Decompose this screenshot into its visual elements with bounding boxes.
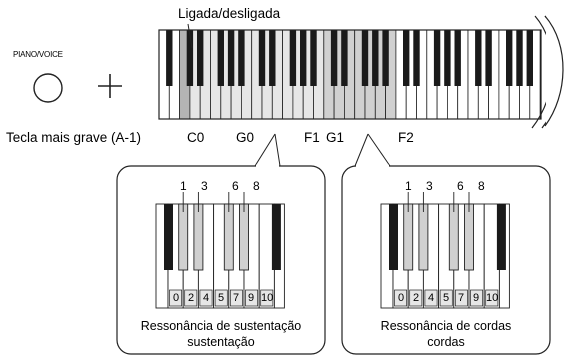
highlighted-black-key: [418, 203, 429, 271]
black-key: [310, 30, 317, 86]
black-key: [217, 30, 224, 86]
black-key: [197, 30, 204, 86]
main-keyboard: [158, 29, 541, 120]
black-key: [526, 30, 533, 86]
left-detail-keyboard: [155, 192, 285, 309]
right-bottom-number: 7: [457, 292, 465, 304]
number-cell: [454, 289, 468, 307]
right-detail-keyboard: [380, 192, 510, 309]
number-cell: [409, 289, 423, 307]
black-key: [289, 30, 297, 86]
black-key: [269, 30, 276, 86]
highlighted-black-key: [239, 203, 249, 271]
left-caption-line1: Ressonância de sustentação: [140, 319, 302, 333]
black-key: [258, 30, 266, 86]
highlighted-black-key: [403, 203, 414, 271]
left-bottom-number: 4: [202, 292, 210, 304]
right-zoom-line-b: [367, 133, 391, 167]
left-bottom-number: 7: [232, 292, 240, 304]
right-top-number: 1: [405, 179, 412, 193]
left-top-number: 8: [253, 179, 260, 193]
black-key: [341, 30, 348, 86]
left-bottom-number: 0: [172, 292, 180, 304]
black-key: [372, 30, 379, 86]
black-key: [496, 204, 506, 270]
left-bottom-number: 2: [187, 292, 195, 304]
black-key: [485, 30, 492, 86]
black-key: [475, 30, 482, 86]
number-cell: [199, 289, 213, 307]
highlighted-black-key: [464, 203, 474, 271]
on-off-label: Ligada/desligada: [178, 6, 281, 21]
g0-label: G0: [236, 130, 255, 145]
right-zoom-line-a: [354, 133, 369, 167]
number-cell: [169, 289, 183, 307]
cutoff-mark-3: [544, 15, 564, 127]
black-key: [330, 30, 338, 86]
black-key: [166, 30, 173, 86]
left-top-number: 1: [180, 179, 187, 193]
left-bottom-number: 10: [261, 292, 274, 304]
highlighted-black-key: [178, 203, 189, 271]
number-cell: [394, 289, 408, 307]
black-key: [454, 30, 461, 86]
left-zoom-line-a: [254, 133, 276, 167]
left-top-number: 6: [232, 179, 239, 193]
g1-label: G1: [326, 130, 345, 145]
right-bottom-number: 5: [442, 292, 450, 304]
number-cell: [245, 289, 259, 307]
number-cell: [439, 289, 453, 307]
right-caption-line1: Ressonância de cordas: [380, 319, 512, 333]
black-key: [433, 30, 441, 86]
left-bottom-number: 5: [217, 292, 225, 304]
number-cell: [229, 289, 243, 307]
keyboard-frame: [158, 29, 542, 120]
number-cell: [485, 289, 499, 307]
right-bottom-number: 0: [397, 292, 405, 304]
right-bottom-number: 4: [427, 292, 435, 304]
black-key: [238, 30, 245, 86]
c0-label: C0: [187, 130, 205, 145]
f1-label: F1: [304, 130, 320, 145]
right-caption-line2: cordas: [427, 335, 465, 349]
number-cell: [214, 289, 228, 307]
piano-voice-button[interactable]: [33, 73, 63, 103]
right-bottom-number: 9: [472, 292, 480, 304]
highlighted-black-key: [223, 203, 234, 271]
left-zoom-line-b: [274, 133, 281, 167]
black-key: [361, 30, 369, 86]
highlighted-black-key: [448, 203, 459, 271]
black-key: [186, 30, 194, 86]
cutoff-mask: [546, 14, 567, 134]
lowest-key-label: Tecla mais grave (A-1): [6, 130, 142, 145]
left-top-number: 3: [201, 179, 208, 193]
number-cell: [184, 289, 198, 307]
black-key: [516, 30, 523, 86]
right-bottom-number: 10: [486, 292, 499, 304]
right-top-number: 3: [426, 179, 433, 193]
left-caption-line2: sustentação: [187, 335, 255, 349]
right-bottom-number: 2: [412, 292, 420, 304]
left-bottom-number: 9: [247, 292, 255, 304]
black-key: [444, 30, 451, 86]
right-top-number: 8: [478, 179, 485, 193]
black-key: [300, 30, 307, 86]
number-cell: [470, 289, 484, 307]
black-key: [382, 30, 389, 86]
black-key: [271, 204, 281, 270]
black-key: [506, 30, 513, 86]
right-top-number: 6: [457, 179, 464, 193]
black-key: [227, 30, 235, 86]
black-key: [389, 204, 398, 270]
black-key: [403, 30, 410, 86]
highlighted-black-key: [193, 203, 204, 271]
piano-voice-label: PIANO/VOICE: [13, 50, 63, 59]
f2-label: F2: [398, 130, 414, 145]
black-key: [164, 204, 173, 270]
on-off-leader: [187, 23, 193, 49]
number-cell: [260, 289, 274, 307]
black-key: [413, 30, 420, 86]
number-cell: [424, 289, 438, 307]
